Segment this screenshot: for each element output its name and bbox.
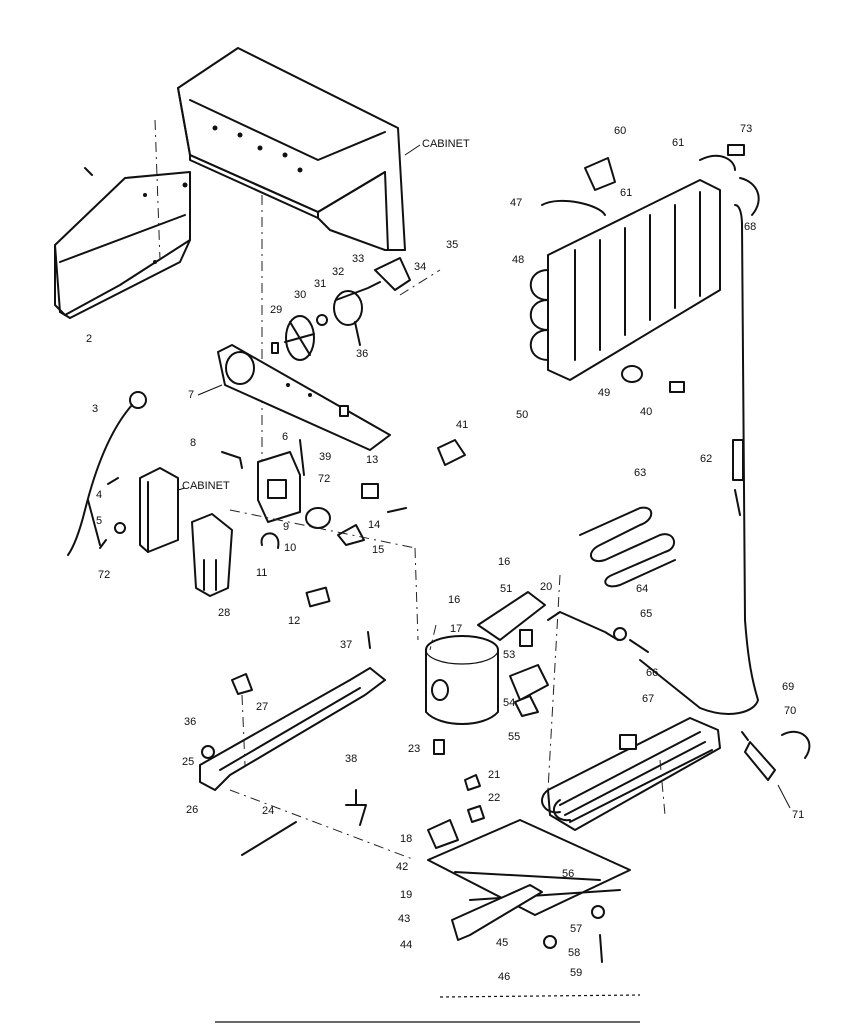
label-67: 67 (642, 693, 654, 705)
label-38: 38 (345, 753, 357, 765)
label-9: 9 (283, 521, 289, 533)
label-61a: 61 (620, 187, 632, 199)
label-64: 64 (636, 583, 648, 595)
label-30: 30 (294, 289, 306, 301)
label-24: 24 (262, 805, 274, 817)
motor-holder (191, 513, 233, 597)
label-44: 44 (400, 939, 412, 951)
compressor-bracket (477, 591, 549, 717)
base-frame (427, 819, 631, 949)
label-12: 12 (288, 615, 300, 627)
label-33: 33 (352, 253, 364, 265)
label-50: 50 (516, 409, 528, 421)
cabinet-tray (177, 47, 406, 251)
label-54: 54 (503, 697, 515, 709)
label-41: 41 (456, 419, 468, 431)
label-47: 47 (510, 197, 522, 209)
label-59: 59 (570, 967, 582, 979)
label-36: 36 (356, 348, 368, 360)
label-71: 71 (792, 809, 804, 821)
side-panel (54, 167, 191, 319)
label-cabinet-mid: CABINET (182, 480, 230, 492)
label-16a: 16 (498, 556, 510, 568)
condenser (541, 717, 721, 831)
label-58: 58 (568, 947, 580, 959)
label-6: 6 (282, 431, 288, 443)
label-8: 8 (190, 437, 196, 449)
relay-housing (257, 451, 331, 549)
label-36-alt: 36 (184, 716, 196, 728)
label-3: 3 (92, 403, 98, 415)
label-14: 14 (368, 519, 380, 531)
power-cord (67, 391, 147, 556)
label-20: 20 (540, 581, 552, 593)
label-31: 31 (314, 278, 326, 290)
label-63: 63 (634, 467, 646, 479)
label-11: 11 (256, 567, 267, 579)
label-73: 73 (740, 123, 752, 135)
evaporator (529, 154, 736, 381)
label-61b: 61 (672, 137, 684, 149)
label-27: 27 (256, 701, 268, 713)
fan-motor (271, 257, 411, 361)
label-51: 51 (500, 583, 512, 595)
label-10: 10 (284, 542, 296, 554)
label-34: 34 (414, 261, 426, 273)
label-23: 23 (408, 743, 420, 755)
label-42: 42 (396, 861, 408, 873)
label-57: 57 (570, 923, 582, 935)
label-56: 56 (562, 868, 574, 880)
label-cabinet-top: CABINET (422, 138, 470, 150)
label-29: 29 (270, 304, 282, 316)
label-39: 39 (319, 451, 331, 463)
label-4: 4 (96, 489, 102, 501)
label-35: 35 (446, 239, 458, 251)
label-70: 70 (784, 705, 796, 717)
label-45: 45 (496, 937, 508, 949)
label-21: 21 (488, 769, 500, 781)
label-19: 19 (400, 889, 412, 901)
label-60: 60 (614, 125, 626, 137)
base-rail (199, 667, 386, 791)
label-48: 48 (512, 254, 524, 266)
label-16b: 16 (448, 594, 460, 606)
label-26: 26 (186, 804, 198, 816)
label-18: 18 (400, 833, 412, 845)
label-2: 2 (86, 333, 92, 345)
label-72a: 72 (98, 569, 110, 581)
label-49: 49 (598, 387, 610, 399)
label-72b: 72 (318, 473, 330, 485)
label-25: 25 (182, 756, 194, 768)
label-65: 65 (640, 608, 652, 620)
label-69: 69 (782, 681, 794, 693)
label-55: 55 (508, 731, 520, 743)
label-68: 68 (744, 221, 756, 233)
label-37: 37 (340, 639, 352, 651)
label-17: 17 (450, 623, 462, 635)
label-22: 22 (488, 792, 500, 804)
control-box (139, 467, 179, 553)
label-66: 66 (646, 667, 658, 679)
label-15: 15 (372, 544, 384, 556)
label-7: 7 (188, 389, 194, 401)
label-28: 28 (218, 607, 230, 619)
compressor (425, 635, 499, 725)
label-5: 5 (96, 515, 102, 527)
label-43: 43 (398, 913, 410, 925)
label-46b: 46 (498, 971, 510, 983)
label-32: 32 (332, 266, 344, 278)
label-40: 40 (640, 406, 652, 418)
label-13: 13 (366, 454, 378, 466)
label-53: 53 (503, 649, 515, 661)
fan-bracket (217, 344, 391, 451)
label-62: 62 (700, 453, 712, 465)
